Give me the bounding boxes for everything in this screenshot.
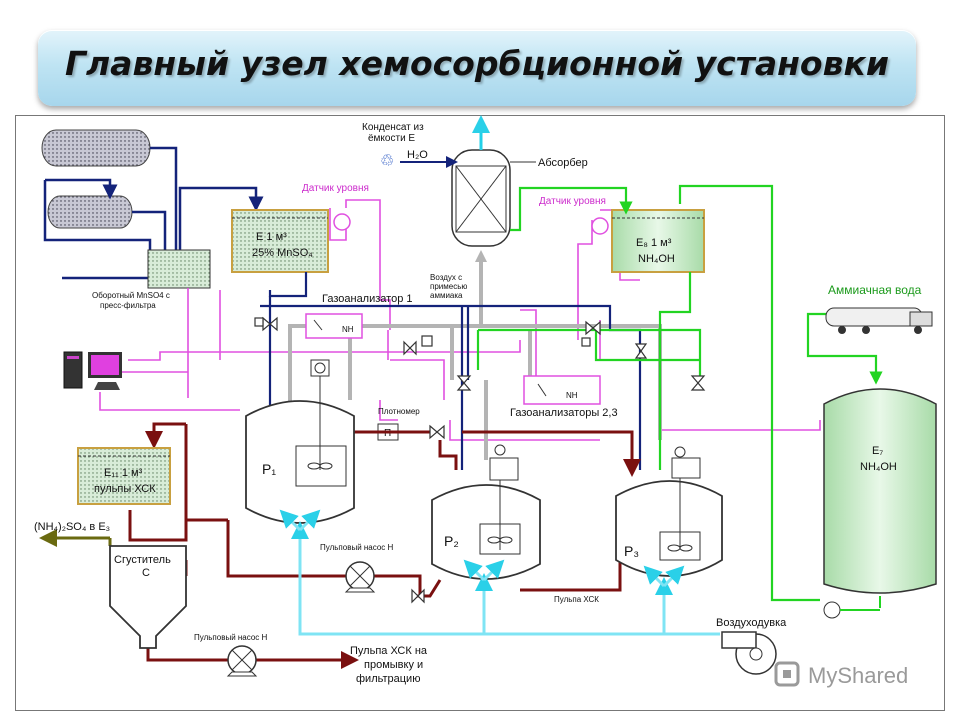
e11-tank (77, 447, 171, 505)
valve-2 (403, 335, 433, 356)
air-label-2: примесью (430, 282, 467, 291)
air-label-1: Воздух с (430, 273, 462, 282)
page-title: Главный узел хемосорбционной установки (64, 44, 890, 83)
mnso4-tank-content: 25% MnSO₄ (252, 247, 313, 259)
mnso4-tank-volume: Е 1 м³ (256, 231, 287, 243)
signal-wiring (99, 199, 821, 441)
mnso4-tank (231, 209, 329, 273)
ammonia-pump (823, 601, 880, 619)
watermark-text: MyShared (808, 663, 908, 688)
valve-4 (634, 343, 648, 359)
blower-label: Воздуходувка (716, 617, 787, 629)
pulp-valve (411, 424, 445, 604)
tanker-truck-icon (825, 307, 933, 334)
reactor-p3-label: P₃ (624, 543, 639, 559)
air-distribution (279, 509, 720, 636)
level-sensor-label-2: Датчик уровня (539, 196, 606, 207)
gas-analyzer-23-sublabel: NH (566, 391, 578, 400)
recycle-icon: ♲ (380, 153, 394, 170)
gas-analyzer-1-sublabel: NH (342, 325, 354, 334)
valve-6 (690, 375, 706, 391)
pulp-pump-top (344, 561, 376, 593)
ammonia-water-label: Аммиачная вода (828, 283, 922, 297)
reactor-p1 (245, 359, 355, 524)
ammonia-lines (476, 184, 883, 602)
e8-tank-content: NH₄OH (638, 253, 675, 265)
e7-tank-label: Е₇ (872, 445, 883, 457)
reactor-p1-label: P₁ (262, 461, 276, 477)
reactor-p2-label: P₂ (444, 533, 459, 549)
pulp-pump-bottom-label: Пульповый насос Н (194, 633, 268, 642)
reactor-p2 (431, 444, 541, 580)
pulp-xck-label: Пульпа ХСК (554, 595, 599, 604)
recycle-label-2: пресс-фильтра (100, 301, 156, 310)
valve-5 (456, 375, 472, 391)
thickener-label: Сгуститель (114, 554, 171, 566)
absorber-column (451, 149, 536, 247)
pulp-pump-top-label: Пульповый насос Н (320, 543, 394, 552)
e8-tank (611, 209, 705, 273)
gas-analyzer-1-label: Газоанализатор 1 (322, 293, 413, 305)
storage-vessel-middle (47, 195, 133, 229)
sulfate-output-label: (NH₄)₂SO₄ в Е₃ (34, 521, 110, 533)
condensate-label-2: ёмкости Е (368, 133, 415, 144)
blower (721, 631, 777, 675)
reactor-p3 (615, 446, 723, 577)
gas-analyzers-23-label: Газоанализаторы 2,3 (510, 407, 618, 419)
e7-tank-content: NH₄OH (860, 461, 897, 473)
mixing-unit (147, 249, 211, 289)
level-sensor-label-1: Датчик уровня (302, 183, 369, 194)
air-label-3: аммиака (430, 291, 463, 300)
condensate-label-1: Конденсат из (362, 122, 424, 133)
pulp-lines (128, 422, 641, 669)
navy-lines-left (43, 146, 264, 280)
absorber-label: Абсорбер (538, 157, 588, 169)
level-sensor-2 (591, 217, 609, 235)
valve-3 (581, 320, 601, 347)
gas-arrowhead (475, 250, 487, 262)
e7-tank (823, 388, 937, 608)
pulp-pump-bottom (226, 645, 258, 677)
title-banner: Главный узел хемосорбционной установки (38, 30, 916, 106)
gas-analyzer-23 (523, 375, 601, 405)
thickener (109, 545, 187, 649)
valve-1 (254, 316, 278, 332)
storage-vessel-top (41, 129, 151, 167)
thickener-symbol: С (142, 567, 150, 579)
pulp-wash-label-2: промывку и (364, 659, 423, 671)
e11-tank-content: пульпы ХСК (94, 483, 156, 495)
e11-tank-volume: Е₁₁ 1 м³ (104, 467, 143, 479)
computer-icon (63, 351, 122, 390)
pulp-wash-label-3: фильтрацию (356, 673, 420, 685)
e8-tank-volume: Е₈ 1 м³ (636, 237, 672, 249)
watermark-icon: MyShared (774, 661, 908, 688)
h2o-label: H₂O (407, 149, 428, 161)
level-sensor-1 (333, 213, 351, 231)
gas-analyzer-1 (305, 313, 363, 339)
recycle-label-1: Оборотный MnSO4 с (92, 291, 170, 300)
watermark-logo: MyShared (770, 655, 930, 695)
densitometer-label: Плотномер (378, 407, 420, 416)
pulp-wash-label-1: Пульпа ХСК на (350, 645, 428, 657)
